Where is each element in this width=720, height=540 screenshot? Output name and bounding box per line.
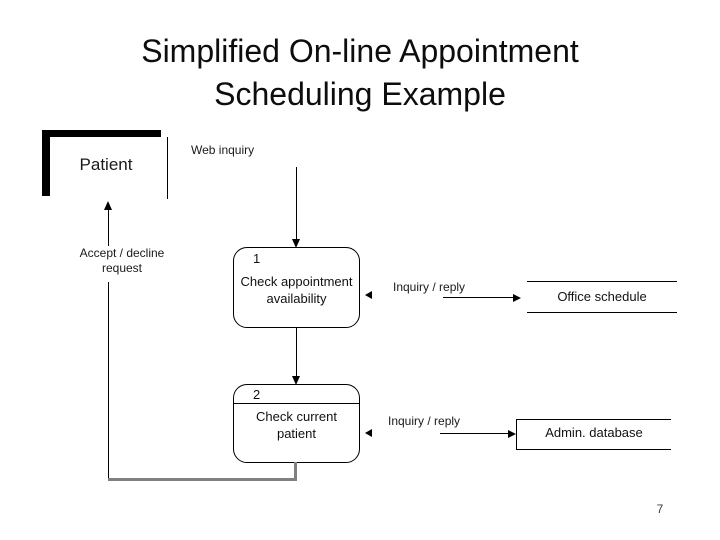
process-1-label: Check appointment availability [234,273,359,307]
inquiry-reply-bottom-flow-line [440,433,508,434]
process-2-label: Check current patient [234,408,359,442]
patient-entity-label: Patient [79,155,133,174]
admin-database-label: Admin. database [545,425,643,440]
flow-label-accept-decline-line2: request [101,261,143,275]
process-1-label-line2: availability [266,291,327,306]
arrow-right-icon [513,294,521,302]
patient-entity-left-bar [42,130,50,196]
admin-database-top-line [516,419,671,420]
arrow-down-icon [292,376,300,385]
arrow-left-icon [365,291,372,299]
office-schedule-bottom-line [527,312,677,313]
arrow-left-icon [365,429,372,437]
admin-database-bottom-line [516,449,671,450]
flow-label-accept-decline: Accept / decline request [68,246,176,276]
office-schedule-label: Office schedule [557,289,647,304]
process-1-check-appointment-availability: 1 Check appointment availability [233,247,360,328]
process-1-label-line1: Check appointment [240,274,353,289]
accept-decline-flow-line-bottom [108,478,297,481]
accept-decline-flow-line-from-p2 [294,462,297,479]
admin-database-left-line [516,419,517,450]
process-2-label-line1: Check current [256,409,337,424]
process-2-label-line2: patient [276,426,317,441]
patient-entity-right-line [167,137,168,199]
flow-label-inquiry-reply-top: Inquiry / reply [393,280,466,294]
flow-label-web-inquiry: Web inquiry [191,143,255,157]
web-inquiry-flow-line [296,167,297,240]
p1-to-p2-flow-line [296,327,297,377]
arrow-right-icon [508,430,516,438]
page-number: 7 [656,502,664,516]
office-schedule-top-line [527,281,677,282]
flow-label-inquiry-reply-bottom: Inquiry / reply [388,414,461,428]
slide-title: Simplified On-line Appointment Schedulin… [0,30,720,116]
accept-decline-flow-line-upper [108,210,109,246]
patient-entity-top-bar [42,130,161,137]
process-1-number: 1 [253,251,261,266]
arrow-up-icon [104,201,112,210]
process-2-number: 2 [253,387,261,402]
accept-decline-flow-line-lower [108,282,109,480]
arrow-down-icon [292,239,300,248]
slide-title-line1: Simplified On-line Appointment [141,33,579,69]
process-2-separator [234,403,359,404]
slide-title-line2: Scheduling Example [214,76,506,112]
process-2-check-current-patient: 2 Check current patient [233,384,360,463]
flow-label-accept-decline-line1: Accept / decline [79,246,165,260]
inquiry-reply-top-flow-line [443,297,513,298]
